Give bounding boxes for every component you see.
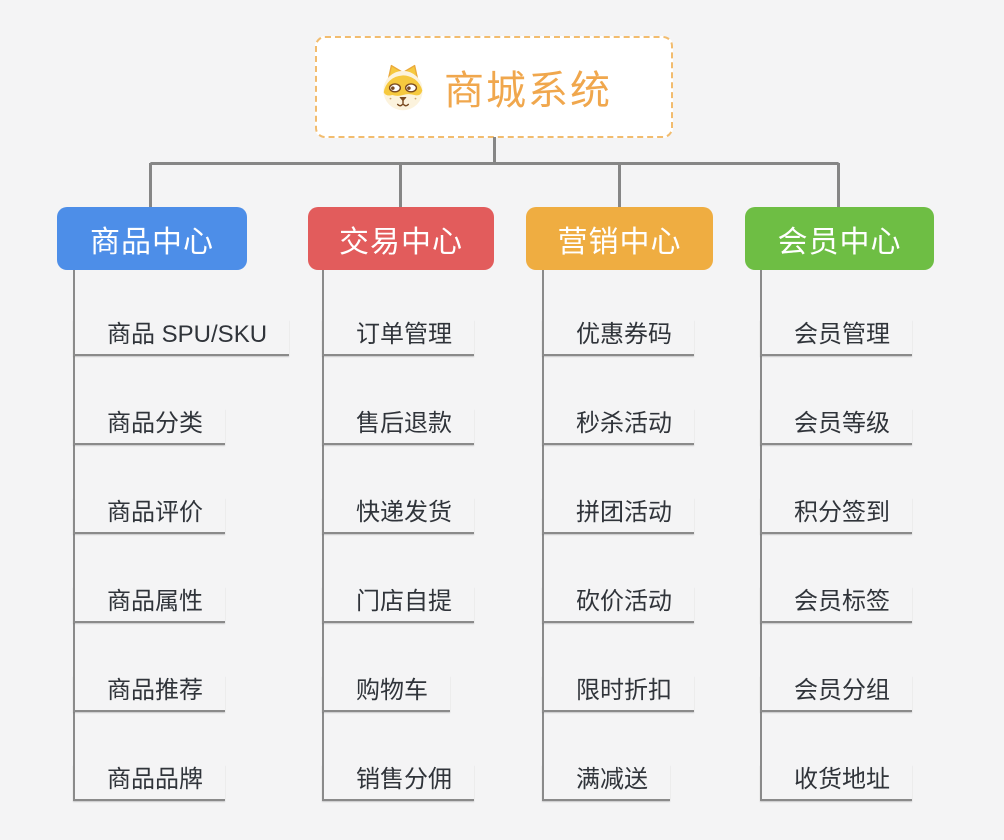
branch-stub-connector-member: [837, 163, 840, 208]
leaf-topic[interactable]: 优惠券码: [542, 320, 694, 356]
column-connector-line: [760, 270, 762, 801]
leaf-topic[interactable]: 售后退款: [322, 409, 474, 445]
leaf-topic[interactable]: 销售分佣: [322, 765, 474, 801]
leaf-topic[interactable]: 商品品牌: [73, 765, 225, 801]
branch-stub-connector-marketing: [618, 163, 621, 208]
leaf-topic[interactable]: 会员管理: [760, 320, 912, 356]
branch-label: 会员中心: [777, 225, 902, 259]
root-topic-title: 商城系统: [444, 69, 612, 113]
leaf-topic[interactable]: 快递发货: [322, 498, 474, 534]
leaf-topic[interactable]: 门店自提: [322, 587, 474, 623]
leaf-topic[interactable]: 秒杀活动: [542, 409, 694, 445]
column-connector-line: [322, 270, 324, 801]
leaf-topic[interactable]: 商品分类: [73, 409, 225, 445]
dog-face-icon: [383, 64, 423, 111]
branch-node-product-center[interactable]: 商品中心: [57, 207, 247, 270]
branch-label: 营销中心: [557, 225, 682, 259]
branch-column-member-center: 会员管理 会员等级 积分签到 会员标签 会员分组 收货地址: [760, 270, 1004, 810]
leaf-topic[interactable]: 限时折扣: [542, 676, 694, 712]
leaf-topic[interactable]: 会员等级: [760, 409, 912, 445]
column-connector-line: [542, 270, 544, 801]
leaf-topic[interactable]: 商品 SPU/SKU: [73, 320, 290, 356]
branch-stub-connector-product: [149, 163, 152, 208]
leaf-topic[interactable]: 拼团活动: [542, 498, 694, 534]
branch-column-product-center: 商品 SPU/SKU 商品分类 商品评价 商品属性 商品推荐 商品品牌: [73, 270, 333, 810]
leaf-topic[interactable]: 商品推荐: [73, 676, 225, 712]
leaf-topic[interactable]: 商品评价: [73, 498, 225, 534]
branch-column-marketing-center: 优惠券码 秒杀活动 拼团活动 砍价活动 限时折扣 满减送: [542, 270, 802, 810]
branch-stub-connector-trade: [399, 163, 402, 208]
branch-node-marketing-center[interactable]: 营销中心: [526, 207, 713, 270]
root-topic[interactable]: 商城系统: [315, 36, 673, 138]
leaf-topic[interactable]: 订单管理: [322, 320, 474, 356]
branch-label: 商品中心: [90, 225, 214, 259]
leaf-topic[interactable]: 满减送: [542, 765, 670, 801]
branch-node-member-center[interactable]: 会员中心: [745, 207, 934, 270]
root-riser-connector: [493, 137, 496, 164]
branch-column-trade-center: 订单管理 售后退款 快递发货 门店自提 购物车 销售分佣: [322, 270, 582, 810]
leaf-topic[interactable]: 会员分组: [760, 676, 912, 712]
branch-node-trade-center[interactable]: 交易中心: [308, 207, 494, 270]
leaf-topic[interactable]: 收货地址: [760, 765, 912, 801]
leaf-topic[interactable]: 积分签到: [760, 498, 912, 534]
branch-label: 交易中心: [339, 225, 463, 259]
leaf-topic[interactable]: 商品属性: [73, 587, 225, 623]
leaf-topic[interactable]: 购物车: [322, 676, 450, 712]
column-connector-line: [73, 270, 75, 801]
leaf-topic[interactable]: 会员标签: [760, 587, 912, 623]
leaf-topic[interactable]: 砍价活动: [542, 587, 694, 623]
branches-horizontal-connector: [150, 162, 839, 165]
